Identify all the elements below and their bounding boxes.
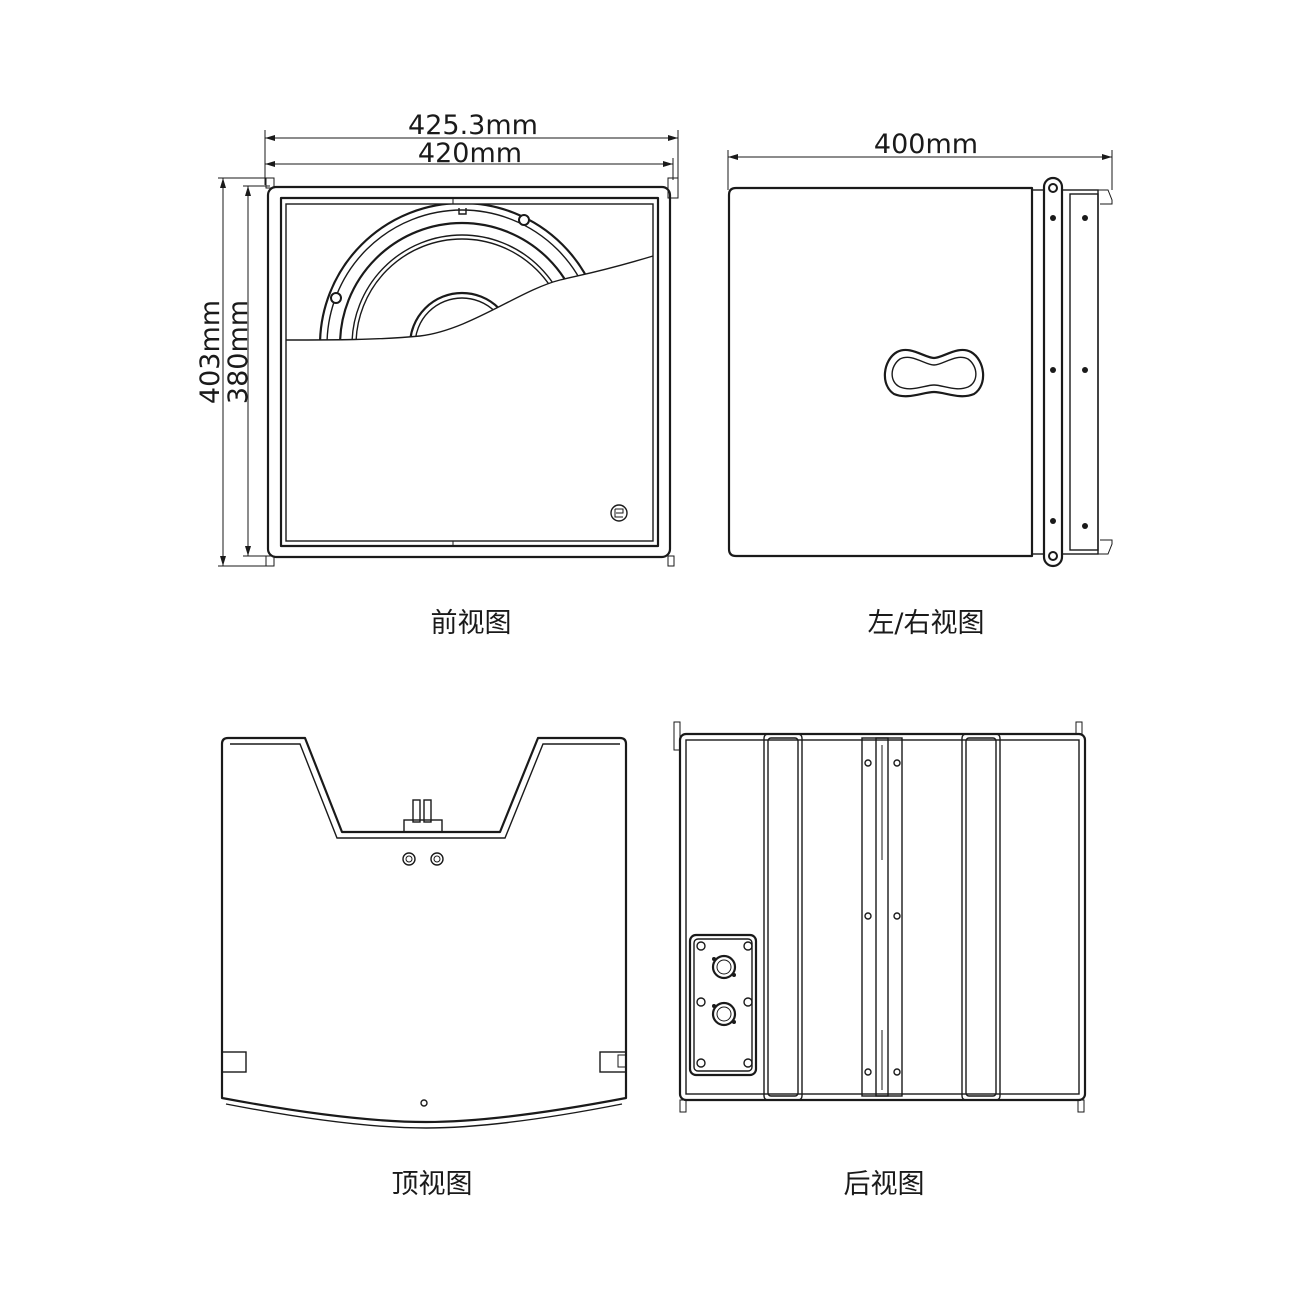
dim-depth-label: 400mm <box>874 129 978 160</box>
front-grille-frame <box>279 196 660 548</box>
back-rib-left-outer <box>763 733 803 1101</box>
dim-inner-width-label: 420mm <box>418 138 522 169</box>
speakon-connector-2 <box>711 1001 737 1027</box>
top-mount-hole-right <box>430 852 444 866</box>
back-cabinet-outline <box>678 732 1087 1102</box>
side-cabinet-outline <box>727 186 1034 558</box>
dim-outer-height-label: 403mm <box>195 300 226 404</box>
top-view <box>220 736 628 1129</box>
side-view-caption: 左/右视图 <box>867 608 984 639</box>
top-mount-hole-left <box>402 852 416 866</box>
top-cabinet-outline <box>220 736 628 1124</box>
dim-inner-height-label: 380mm <box>223 300 254 404</box>
connector-panel <box>688 933 758 1077</box>
front-cabinet-outline <box>266 185 672 559</box>
back-rib-right-outer <box>961 733 1001 1101</box>
top-rigging-bracket <box>403 819 443 833</box>
back-view <box>673 721 1087 1113</box>
front-view: 425.3mm 420mm 403mm 380mm <box>195 110 679 567</box>
back-view-caption: 后视图 <box>844 1169 925 1200</box>
speakon-connector-1 <box>711 954 737 980</box>
brand-logo-badge <box>610 504 628 522</box>
dim-outer-width-label: 425.3mm <box>408 110 538 141</box>
grille-cutaway-edge <box>285 255 654 341</box>
side-handle <box>883 348 985 398</box>
top-view-caption: 顶视图 <box>392 1169 473 1200</box>
top-side-clip-left <box>221 1051 247 1073</box>
front-view-caption: 前视图 <box>431 608 512 639</box>
woofer-driver <box>318 204 606 340</box>
side-view: 400mm <box>727 129 1113 568</box>
